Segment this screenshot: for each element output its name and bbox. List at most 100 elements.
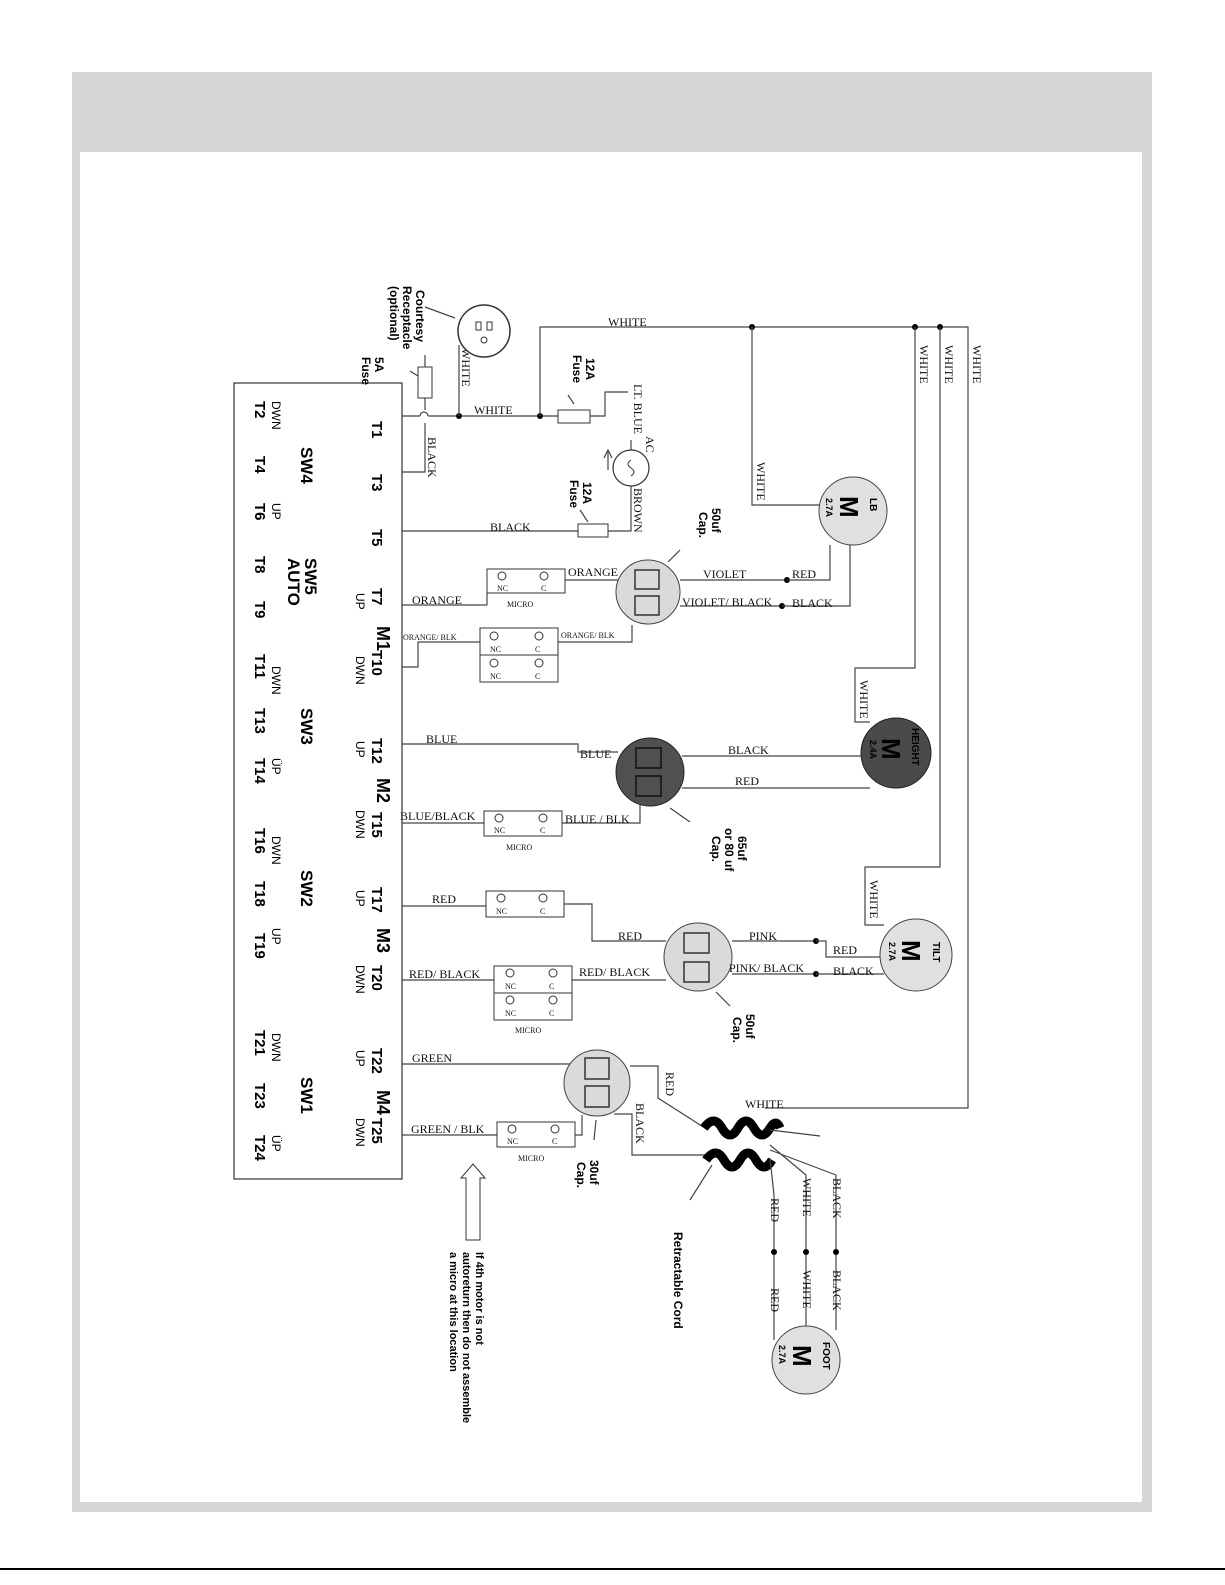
wire-black-t5 <box>402 520 632 532</box>
label-white-cord: WHITE <box>745 1097 784 1111</box>
terminal-t6: T6 <box>251 503 268 521</box>
pointer-fuse5a <box>409 370 419 377</box>
wire-white-lb <box>751 327 822 506</box>
terminal-t3: T3 <box>368 474 385 492</box>
terminal-row-outer: T2 T4 T6 T8 T9 T11 T13 T14 T16 T18 T19 T… <box>251 401 320 1162</box>
junction-foot-red <box>771 1249 777 1255</box>
micro-nc-label: NC <box>490 672 501 681</box>
dir-dwn-t15: DWN <box>353 810 367 839</box>
dir-dwn-t25: DWN <box>353 1118 367 1147</box>
label-white-lb: WHITE <box>754 462 768 501</box>
label-red-lb: RED <box>792 567 816 581</box>
micro-c-label: C <box>549 982 554 991</box>
junction-foot-black <box>833 1249 839 1255</box>
label-red-foot-1: RED <box>768 1198 782 1222</box>
cap-terminal <box>683 961 710 983</box>
terminal-t20: T20 <box>368 965 385 991</box>
motor-foot-amps: 2.7A <box>777 1345 787 1365</box>
label-5a: 5A <box>372 357 386 373</box>
label-white-height: WHITE <box>857 680 871 719</box>
cap-m1-unit: Cap. <box>696 512 710 538</box>
retractable-cord <box>700 1116 785 1172</box>
dir-dwn-t20: DWN <box>353 965 367 994</box>
label-white-foot-1: WHITE <box>800 1178 814 1217</box>
terminal-t16: T16 <box>251 828 268 854</box>
wire-white-main <box>539 326 969 1109</box>
dir-up-t17: UP <box>353 890 367 907</box>
label-pink-black: PINK/ BLACK <box>729 961 804 975</box>
micro-contact-nc <box>507 1124 517 1134</box>
page-content-area <box>80 152 1142 1502</box>
label-green-blk-t25: GREEN / BLK <box>411 1122 485 1136</box>
wire-height-leads <box>682 755 870 789</box>
wire-blue-t12 <box>402 743 618 753</box>
micro-switch-m3-up <box>485 890 565 918</box>
courtesy-receptacle <box>457 304 511 358</box>
wire-m1-micro <box>486 579 618 605</box>
label-white-height-top: WHITE <box>917 345 931 384</box>
wire-blue-blk-cap <box>562 805 641 824</box>
note-line-3: a micro at this location <box>447 1252 459 1372</box>
terminal-t24: T24 <box>251 1135 268 1162</box>
label-blue-black-t15: BLUE/BLACK <box>400 809 476 823</box>
wire-orange-blk-cap <box>558 625 633 643</box>
micro-contact-c <box>538 813 548 823</box>
dir-up-sw1: ÜP <box>269 1135 283 1152</box>
cap-terminal <box>634 595 660 616</box>
wire-green-blk-cap <box>575 1115 583 1136</box>
micro-label-m3: MICRO <box>515 1026 541 1035</box>
motor-group-m1: M1 <box>373 626 393 651</box>
receptacle-label-2: Receptacle <box>400 286 414 350</box>
wire-violet <box>680 579 787 607</box>
capacitor-m4 <box>563 1049 631 1117</box>
micro-nc-label: NC <box>494 826 505 835</box>
micro-c-label: C <box>541 584 546 593</box>
label-orange-cap: ORANGE <box>568 565 618 579</box>
label-white-receptacle: WHITE <box>459 348 473 387</box>
label-black-foot-2: BLACK <box>830 1270 844 1311</box>
label-violet-black: VIOLET/ BLACK <box>682 595 773 609</box>
micro-label-m2: MICRO <box>506 843 532 852</box>
micro-contact <box>489 658 499 668</box>
wire-ltblue <box>590 391 628 417</box>
motor-lb-name: LB <box>867 498 878 511</box>
wire-red-cap-m3 <box>564 903 666 942</box>
micro-c-label: C <box>540 826 545 835</box>
label-violet: VIOLET <box>703 567 747 581</box>
cap-m2-unit: Cap. <box>709 836 723 862</box>
terminal-t23: T23 <box>251 1083 268 1109</box>
wire-pink <box>732 940 816 975</box>
dir-up-sw2: UP <box>269 928 283 945</box>
fuse-12a-bottom <box>577 523 609 538</box>
dir-dwn-sw2: DWN <box>269 836 283 865</box>
micro-switch-m2 <box>483 810 563 837</box>
label-white-foot-2: WHITE <box>800 1270 814 1309</box>
terminal-t12: T12 <box>368 738 385 764</box>
motor-height <box>860 717 932 789</box>
wire-lb-motor-leads <box>782 545 851 607</box>
pointer-cord <box>689 1164 713 1201</box>
wire-white-height <box>854 327 916 723</box>
micro-switch-m4 <box>496 1121 576 1148</box>
cap-terminal <box>683 932 710 954</box>
micro-contact-nc <box>496 893 506 903</box>
terminal-row-inner: T1 T3 T5 T7 T10 T12 T15 T17 T20 T22 T25 … <box>353 421 393 1147</box>
terminal-t8: T8 <box>251 556 268 574</box>
pointer-cap-m3 <box>715 991 731 1007</box>
cap-terminal <box>635 775 662 797</box>
label-fuse-5a: Fuse <box>359 357 373 385</box>
terminal-t10: T10 <box>368 650 385 676</box>
m3-tilt-section: RED NC C RED RED/ BLACK NC C NC C MICRO … <box>402 327 956 1043</box>
micro-c-label: C <box>540 907 545 916</box>
terminal-t13: T13 <box>251 708 268 734</box>
motor-foot-symbol: M <box>787 1345 817 1367</box>
wire-cord-outputs <box>769 1129 837 1196</box>
wire-white-tilt <box>864 327 941 926</box>
terminal-t9: T9 <box>251 601 268 619</box>
label-12a-bottom: 12A <box>580 482 594 504</box>
terminal-t19: T19 <box>251 933 268 959</box>
label-white-top: WHITE <box>608 315 647 329</box>
terminal-t14: T14 <box>251 758 268 785</box>
label-red-height: RED <box>735 774 759 788</box>
